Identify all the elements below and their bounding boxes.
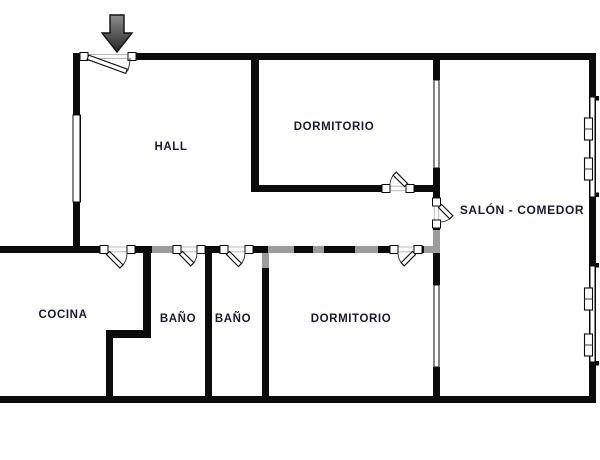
window-partition-lower	[433, 284, 440, 368]
room-label-salon-comedor: SALÓN - COMEDOR	[460, 202, 584, 217]
wall-cocina-jog	[106, 330, 151, 338]
wall-corridor-a	[0, 246, 100, 253]
entrance-arrow-icon	[100, 14, 134, 54]
wall-right-middle	[589, 197, 596, 266]
room-label-cocina: COCINA	[39, 309, 88, 321]
exterior-walls	[0, 53, 596, 403]
wall-right-lower	[589, 364, 596, 398]
wall-cocina-vertical-lower	[106, 330, 113, 396]
room-labels: HALL DORMITORIO SALÓN - COMEDOR COCINA B…	[39, 121, 584, 325]
room-label-hall: HALL	[154, 141, 187, 153]
wall-cocina-vertical-upper	[143, 253, 151, 338]
window-partition-upper	[433, 79, 440, 169]
wall-banos-divider	[205, 253, 212, 396]
windows	[72, 79, 599, 368]
watermark-patch	[262, 253, 269, 268]
bano2-door	[219, 244, 254, 268]
wall-dormitorio-top-left	[251, 53, 259, 192]
dormitorio-top-door	[381, 171, 415, 194]
wall-divider-a	[433, 53, 440, 80]
room-label-dormitorio-bottom: DORMITORIO	[311, 313, 392, 325]
bano1-door	[172, 244, 206, 267]
wall-right-upper	[589, 53, 596, 97]
wall-corridor-c	[205, 246, 220, 253]
room-label-bano-2: BAÑO	[215, 312, 251, 325]
window-hall-left	[72, 114, 81, 203]
wall-left-upper	[73, 53, 80, 115]
wall-divider-c	[433, 228, 440, 285]
wall-bano2-dormitorio-divider	[262, 268, 269, 396]
wall-dormitorio-top-bottom-a	[251, 185, 382, 192]
watermark-patches	[152, 230, 440, 268]
wall-divider-d	[433, 367, 440, 396]
window-facade-upper	[583, 96, 599, 198]
interior-walls	[0, 53, 440, 396]
wall-left-lower	[73, 202, 80, 253]
watermark-patch	[152, 246, 173, 253]
room-label-bano-1: BAÑO	[160, 312, 196, 325]
wall-dormitorio-top-bottom-b	[414, 185, 433, 192]
window-facade-lower	[583, 263, 599, 366]
watermark-patch	[268, 246, 294, 253]
wall-bottom	[0, 396, 596, 403]
room-label-dormitorio-top: DORMITORIO	[294, 121, 375, 133]
dormitorio-bottom-door	[389, 244, 423, 267]
cocina-door	[99, 244, 136, 269]
wall-divider-b	[433, 168, 440, 198]
wall-top	[136, 53, 596, 60]
watermark-patch	[313, 246, 324, 253]
entrance-door	[79, 51, 137, 75]
watermark-patch	[424, 246, 433, 253]
watermark-patch	[433, 230, 440, 253]
watermark-patch	[355, 246, 378, 253]
salon-door	[431, 197, 454, 229]
